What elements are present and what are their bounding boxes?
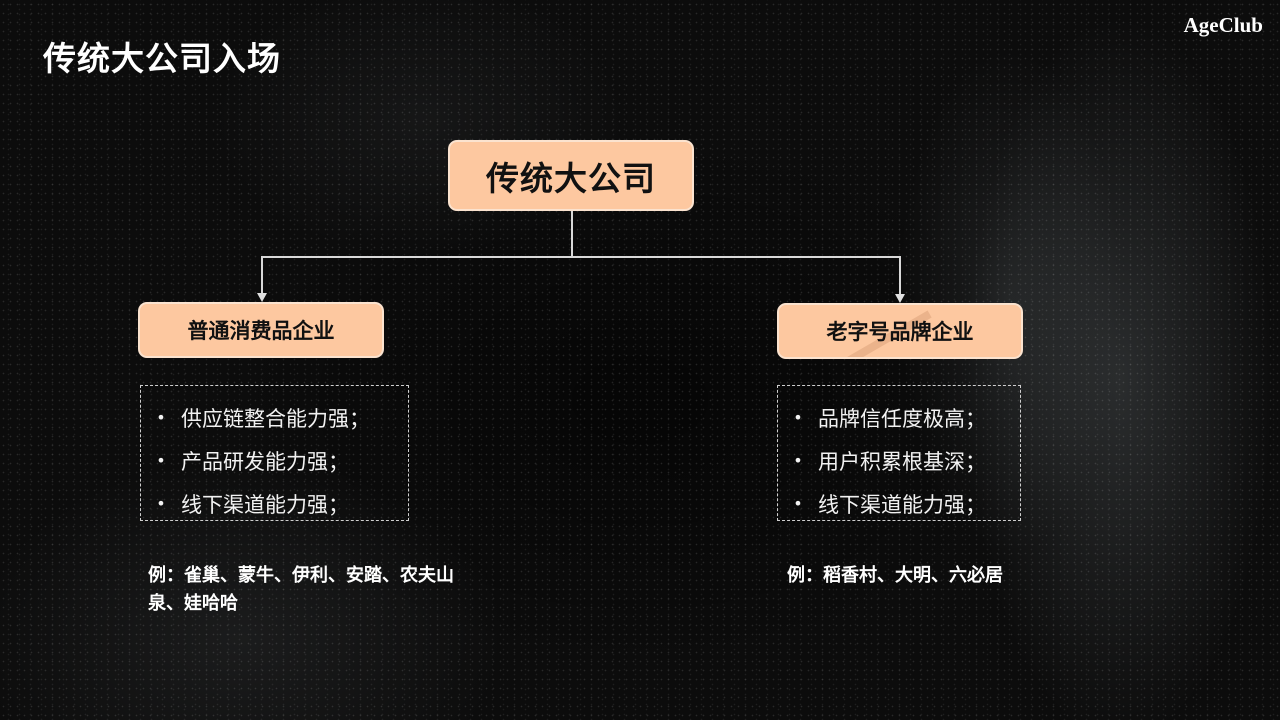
list-item: • 线下渠道能力强； (141, 482, 408, 525)
node-consumer-goods-label: 普通消费品企业 (187, 319, 335, 343)
list-item: • 品牌信任度极高； (778, 396, 1020, 439)
slide-title: 传统大公司入场 (43, 39, 281, 78)
trait-text: 用户积累根基深； (818, 449, 986, 474)
brand-logo: AgeClub (1183, 13, 1263, 37)
root-node: 传统大公司 (448, 140, 694, 211)
bullet-icon: • (156, 408, 166, 427)
traits-list-consumer-goods: • 供应链整合能力强； • 产品研发能力强； • 线下渠道能力强； (140, 385, 409, 521)
list-item: • 产品研发能力强； (141, 439, 408, 482)
node-time-honored-brands-label: 老字号品牌企业 (826, 320, 974, 344)
connector-left-drop (261, 256, 263, 294)
trait-text: 线下渠道能力强； (818, 492, 986, 517)
connector-root-stem (571, 211, 573, 257)
traits-list-time-honored-brands: • 品牌信任度极高； • 用户积累根基深； • 线下渠道能力强； (777, 385, 1021, 521)
arrow-down-icon (895, 294, 905, 303)
list-item: • 供应链整合能力强； (141, 396, 408, 439)
trait-text: 供应链整合能力强； (181, 406, 370, 431)
trait-text: 品牌信任度极高； (818, 406, 986, 431)
examples-time-honored-brands: 例：稻香村、大明、六必居 (787, 565, 1003, 586)
bullet-icon: • (793, 451, 803, 470)
root-node-label: 传统大公司 (486, 158, 656, 198)
trait-text: 产品研发能力强； (181, 449, 349, 474)
connector-right-drop (899, 256, 901, 294)
arrow-down-icon (257, 293, 267, 302)
bullet-icon: • (156, 451, 166, 470)
bullet-icon: • (156, 494, 166, 513)
bullet-icon: • (793, 408, 803, 427)
bullet-icon: • (793, 494, 803, 513)
connector-horizontal (261, 256, 901, 258)
list-item: • 线下渠道能力强； (778, 482, 1020, 525)
node-time-honored-brands: 老字号品牌企业 (777, 303, 1023, 359)
examples-consumer-goods: 例：雀巢、蒙牛、伊利、安踏、农夫山泉、娃哈哈 (148, 565, 454, 614)
trait-text: 线下渠道能力强； (181, 492, 349, 517)
node-consumer-goods: 普通消费品企业 (138, 302, 384, 358)
list-item: • 用户积累根基深； (778, 439, 1020, 482)
